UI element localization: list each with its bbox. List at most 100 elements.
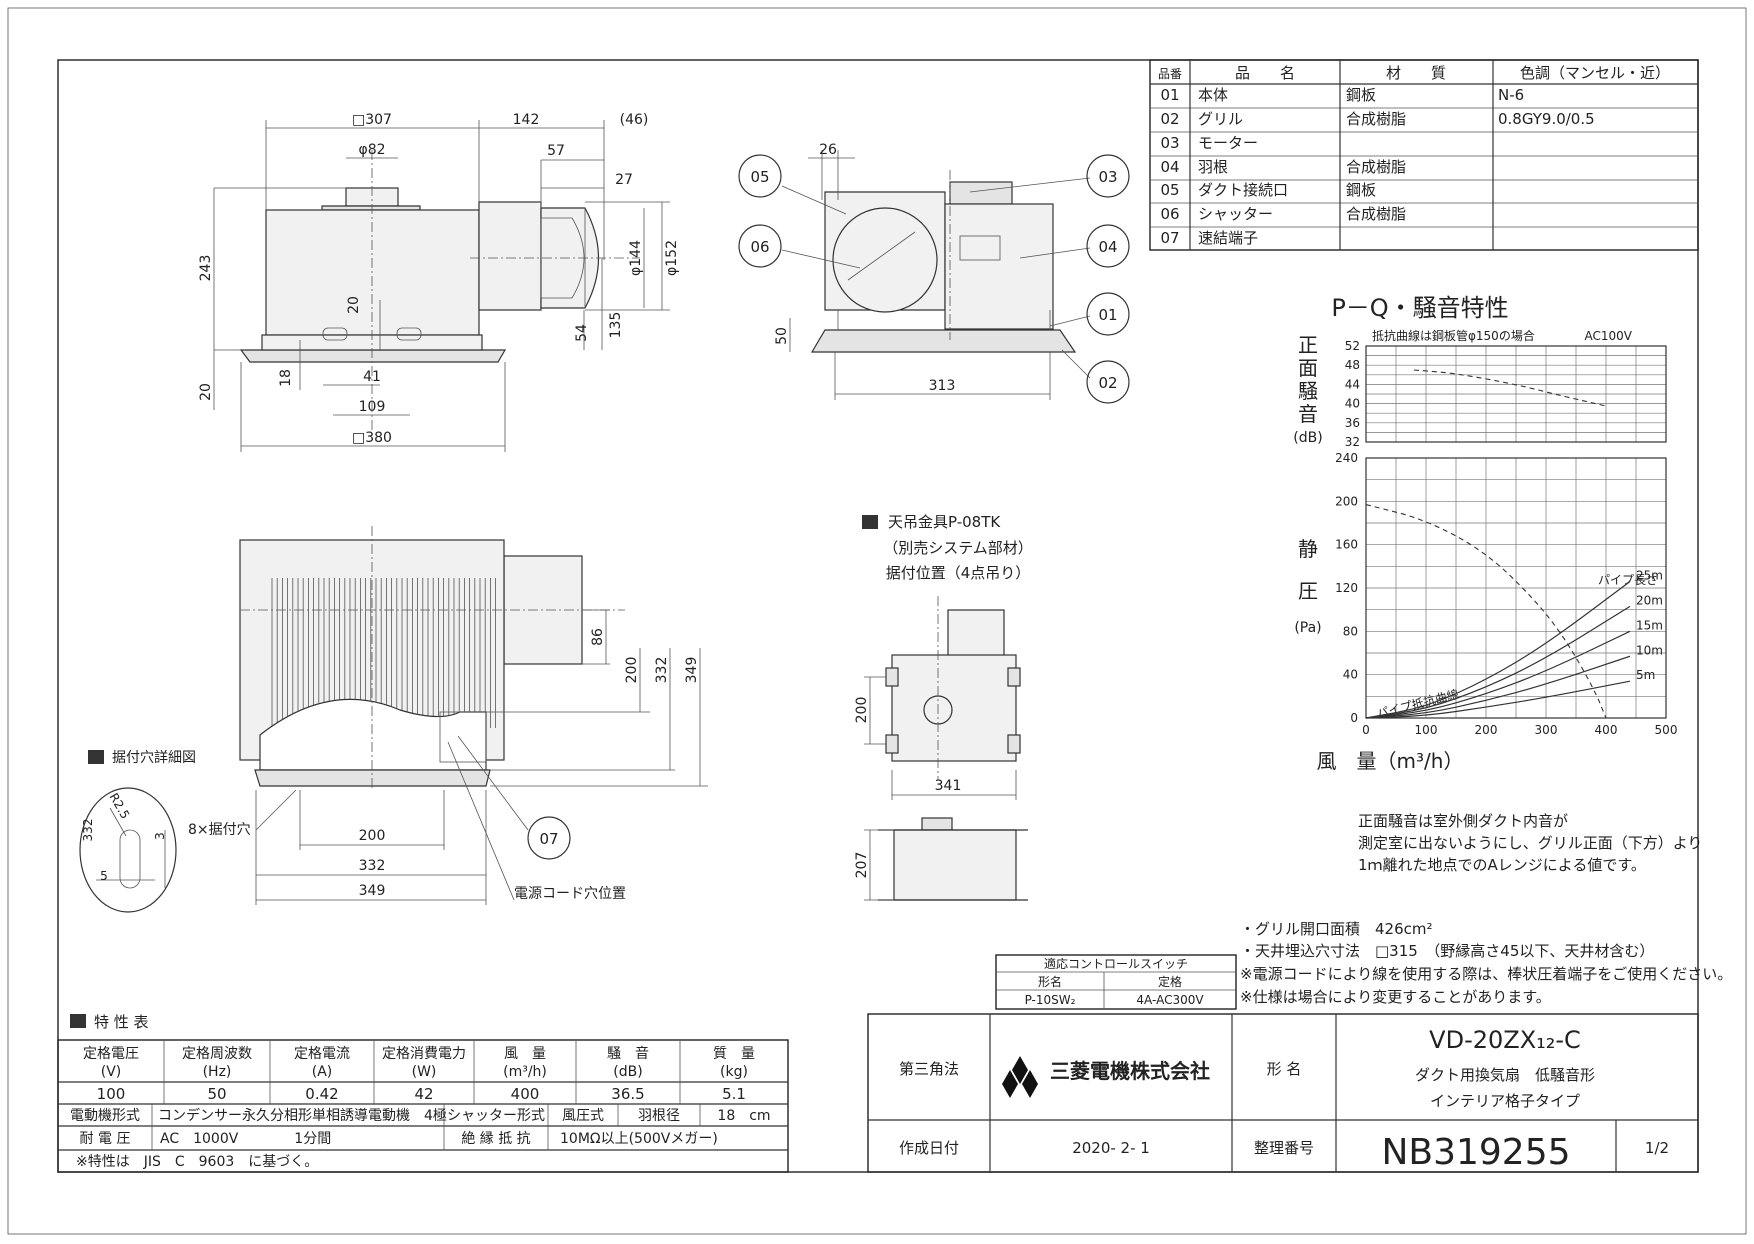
- pressure-ylabel-char: 圧: [1298, 579, 1318, 603]
- series-noise: [1413, 369, 1607, 407]
- dim-54: 54: [574, 324, 590, 342]
- detail-dim-r25: R2.5: [107, 791, 133, 822]
- page-number: 1/2: [1645, 1139, 1669, 1157]
- bracket-title: 天吊金具P-08TK: [888, 513, 1001, 531]
- pressure-tick: 0: [1350, 711, 1358, 725]
- insulation-label: 絶 縁 抵 抗: [461, 1131, 530, 1147]
- spec-value: 400: [511, 1085, 540, 1103]
- parts-name: シャッター: [1198, 205, 1273, 223]
- mount-hole-count: 8×据付穴: [188, 822, 251, 838]
- side-dim-50: 50: [774, 327, 790, 345]
- note-4: ※仕様は場合により変更することがあります。: [1240, 988, 1551, 1006]
- company-name: 三菱電機株式会社: [1050, 1059, 1210, 1083]
- parts-material: 鋼板: [1346, 86, 1376, 104]
- parts-header-no: 品番: [1158, 67, 1182, 81]
- bottom-dim-349h: 349: [359, 883, 386, 899]
- pressure-plot-frame: [1365, 457, 1667, 719]
- spec-header-unit: (V): [101, 1064, 122, 1080]
- pressure-ylabel-char: 静: [1298, 537, 1318, 561]
- dim-20b: 20: [198, 383, 214, 401]
- cord-hole-label: 電源コード穴位置: [514, 886, 626, 902]
- noise-ylabel: 正面騒音: [1298, 333, 1318, 426]
- pressure-ylabel: 静圧: [1298, 537, 1318, 603]
- x-tick: 400: [1595, 723, 1618, 737]
- parts-color: N-6: [1498, 86, 1524, 104]
- spec-header: 風 量: [504, 1046, 546, 1062]
- dim-27: 27: [615, 172, 633, 188]
- spec-notes: ・グリル開口面積 426cm² ・天井埋込穴寸法 □315 （野縁高さ45以下、…: [1240, 920, 1732, 1006]
- dim-243: 243: [198, 255, 214, 282]
- projection-label: 第三角法: [899, 1060, 959, 1078]
- x-tick: 0: [1362, 723, 1370, 737]
- model-label: 形 名: [1267, 1060, 1302, 1078]
- shutter-label: シャッター形式: [447, 1108, 545, 1124]
- series-20m: [1365, 605, 1631, 719]
- x-tick: 100: [1415, 723, 1438, 737]
- title-block: 第三角法 三菱電機株式会社 形 名 VD-20ZX₁₂-C ダクト用換気扇 低騒…: [867, 1013, 1699, 1173]
- spec-value: 42: [414, 1085, 433, 1103]
- spec-table: 特 性 表 定格電圧(V)100定格周波数(Hz)50定格電流(A)0.42定格…: [57, 1013, 789, 1173]
- noise-ylabel-char: 騒: [1298, 379, 1318, 403]
- dim-phi82: φ82: [358, 142, 385, 158]
- outer-frame: [7, 7, 1747, 1235]
- pressure-tick: 160: [1335, 538, 1358, 552]
- model-desc2: インテリア格子タイプ: [1430, 1092, 1580, 1110]
- callout-03: 03: [1098, 168, 1117, 186]
- spec-header: 騒 音: [607, 1045, 649, 1062]
- parts-name: ダクト接続口: [1198, 181, 1288, 199]
- parts-material: 合成樹脂: [1346, 205, 1406, 223]
- noise-ylabel-char: 正: [1298, 333, 1318, 357]
- series-label: 25m: [1636, 569, 1663, 583]
- pipe-length-label: パイプ長さ: [1598, 573, 1658, 587]
- spec-header: 定格消費電力: [382, 1046, 466, 1062]
- note-1: ・グリル開口面積 426cm²: [1240, 920, 1433, 938]
- noise-note-3: 1ｍ離れた地点でのAレンジによる値です。: [1358, 856, 1646, 874]
- bracket-dim-200: 200: [854, 697, 870, 724]
- dim-135: 135: [608, 312, 624, 339]
- spec-header-unit: (W): [412, 1064, 437, 1080]
- callout-05: 05: [750, 168, 769, 186]
- pressure-tick: 40: [1343, 668, 1358, 682]
- spec-header: 定格周波数: [182, 1046, 252, 1062]
- dim-57: 57: [547, 143, 565, 159]
- spec-header-unit: (A): [312, 1064, 333, 1080]
- switch-table: 適応コントロールスイッチ 形名 定格 P-10SW₂ 4A-AC300V: [995, 954, 1237, 1010]
- mount-hole-detail: 据付穴詳細図 332 R2.5 3 5: [79, 750, 196, 913]
- parts-name: グリル: [1198, 110, 1243, 128]
- pressure-tick: 120: [1335, 581, 1358, 595]
- parts-name: 羽根: [1198, 158, 1228, 176]
- dim-142: 142: [513, 112, 540, 128]
- parts-no: 07: [1160, 229, 1179, 247]
- dim-phi152: φ152: [664, 240, 680, 276]
- switch-rating: 4A-AC300V: [1136, 993, 1204, 1007]
- series-label: 15m: [1636, 618, 1663, 632]
- parts-no: 05: [1160, 181, 1179, 199]
- part-callouts: 05 03 06 04 01 02 07: [527, 154, 1130, 860]
- bottom-dim-349v: 349: [684, 657, 700, 684]
- parts-no: 02: [1160, 110, 1179, 128]
- spec-footnote: ※特性は JIS C 9603 に基づく。: [76, 1153, 318, 1170]
- bottom-dim-332v: 332: [654, 657, 670, 684]
- model-number: VD-20ZX₁₂-C: [1429, 1026, 1581, 1054]
- dim-380: □380: [352, 430, 392, 446]
- switch-title: 適応コントロールスイッチ: [1044, 956, 1188, 971]
- spec-value: 0.42: [305, 1085, 338, 1103]
- callout-01: 01: [1098, 306, 1117, 324]
- noise-tick: 44: [1345, 377, 1360, 391]
- callout-07: 07: [539, 830, 558, 848]
- bottom-view: 86 200 332 349 200 332 349 8×据付穴 電源コード穴位…: [188, 526, 708, 905]
- dim-109: 109: [359, 399, 386, 415]
- dim-18: 18: [278, 369, 294, 387]
- withstand-value: AC 1000V 1分間: [160, 1131, 331, 1147]
- parts-material: 合成樹脂: [1346, 158, 1406, 176]
- withstand-label: 耐 電 圧: [80, 1131, 131, 1147]
- spec-title: 特 性 表: [94, 1013, 149, 1031]
- front-view: □307 142 (46) φ82 57 27 243 φ144 φ152 20…: [198, 112, 680, 452]
- motor-value: コンデンサー永久分相形単相誘導電動機 4極: [158, 1107, 447, 1124]
- parts-material: 合成樹脂: [1346, 110, 1406, 128]
- noise-tick: 52: [1345, 339, 1360, 353]
- motor-label: 電動機形式: [70, 1108, 140, 1124]
